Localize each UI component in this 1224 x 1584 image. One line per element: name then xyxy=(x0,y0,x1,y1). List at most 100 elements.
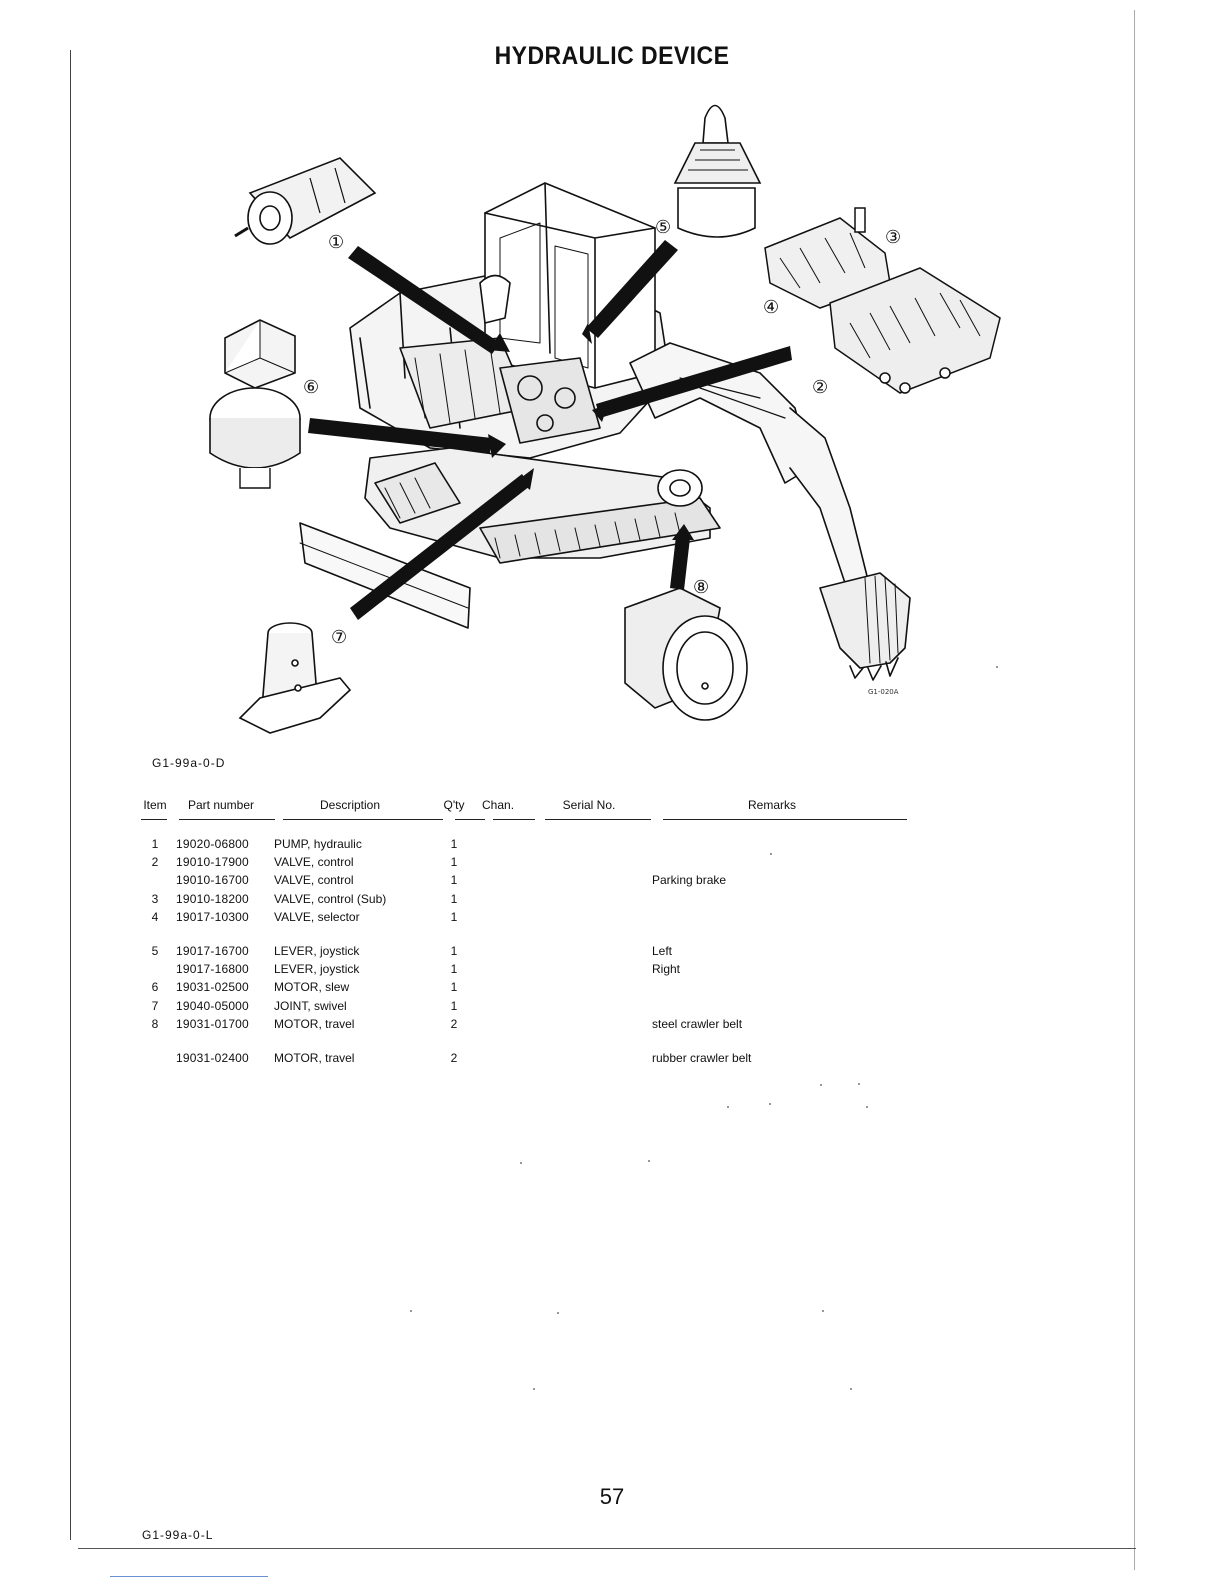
table-header-row: Item Part number Description Q'ty Chan. … xyxy=(138,797,896,819)
cell-qty: 1 xyxy=(450,962,458,977)
cell-part-number: 19017-16800 xyxy=(176,962,249,977)
left-margin-rule xyxy=(70,50,71,1540)
scan-speck xyxy=(410,1310,412,1312)
joystick-illustration xyxy=(673,104,762,238)
parts-table: Item Part number Description Q'ty Chan. … xyxy=(138,797,896,1067)
right-margin-rule xyxy=(1134,10,1135,1570)
scan-speck xyxy=(648,1160,650,1162)
cell-description: VALVE, selector xyxy=(274,909,360,924)
cell-description: VALVE, control xyxy=(274,855,354,870)
cell-description: LEVER, joystick xyxy=(274,944,360,959)
scan-speck xyxy=(727,1106,729,1108)
callout-4: ④ xyxy=(763,297,779,318)
cell-description: PUMP, hydraulic xyxy=(274,837,362,852)
scan-speck xyxy=(533,1388,535,1390)
cell-part-number: 19031-01700 xyxy=(176,1016,249,1031)
table-row: 1 19020-06800 PUMP, hydraulic 1 xyxy=(138,835,896,853)
cell-description: LEVER, joystick xyxy=(274,962,360,977)
cell-qty: 2 xyxy=(450,1016,458,1031)
table-row: 7 19040-05000 JOINT, swivel 1 xyxy=(138,997,896,1015)
scan-speck xyxy=(770,853,772,855)
cell-remarks xyxy=(648,997,896,1015)
col-serial-header: Serial No. xyxy=(562,798,616,812)
scan-speck xyxy=(820,1084,822,1086)
header-underline xyxy=(283,819,443,820)
cell-qty: 1 xyxy=(450,837,458,852)
leader-arrows xyxy=(308,240,792,620)
cell-part-number: 19031-02500 xyxy=(176,980,249,995)
callout-3: ③ xyxy=(885,227,901,248)
cell-remarks xyxy=(648,890,896,908)
header-underline xyxy=(493,819,535,820)
callout-7: ⑦ xyxy=(331,627,347,648)
cell-remarks xyxy=(648,835,896,853)
bottom-rule xyxy=(78,1548,1136,1549)
cell-qty: 1 xyxy=(450,873,458,888)
scan-speck xyxy=(557,1312,559,1314)
col-part-number-header: Part number xyxy=(187,798,255,812)
table-row: 19031-02400 MOTOR, travel 2 rubber crawl… xyxy=(138,1049,896,1067)
scan-speck xyxy=(850,1388,852,1390)
footer-code: G1-99a-0-L xyxy=(142,1528,214,1542)
control-valve-illustration xyxy=(764,207,1001,394)
table-row: 19010-16700 VALVE, control 1 Parking bra… xyxy=(138,871,896,889)
cell-item: 8 xyxy=(151,1016,159,1031)
header-underline xyxy=(663,819,907,820)
cell-remarks: Parking brake xyxy=(652,873,727,888)
scan-speck xyxy=(866,1106,868,1108)
cell-item: 4 xyxy=(151,909,159,924)
cell-remarks xyxy=(648,908,896,926)
cell-item xyxy=(138,1049,172,1067)
col-qty-header: Q'ty xyxy=(443,798,465,812)
scan-speck xyxy=(858,1083,860,1085)
cell-description: MOTOR, travel xyxy=(274,1050,355,1065)
callout-1: ① xyxy=(328,232,344,253)
cell-qty: 1 xyxy=(450,855,458,870)
travel-motor-illustration xyxy=(624,587,748,721)
cell-remarks: rubber crawler belt xyxy=(652,1050,752,1065)
exploded-diagram: ① ② ③ ④ ⑤ ⑥ ⑦ ⑧ G1-020A xyxy=(209,104,1001,734)
cell-part-number: 19010-16700 xyxy=(176,873,249,888)
header-underline xyxy=(545,819,651,820)
cell-qty: 1 xyxy=(450,891,458,906)
cell-remarks: steel crawler belt xyxy=(652,1016,743,1031)
table-row: 3 19010-18200 VALVE, control (Sub) 1 xyxy=(138,890,896,908)
cell-item: 5 xyxy=(151,944,159,959)
cell-qty: 1 xyxy=(450,909,458,924)
cell-part-number: 19010-18200 xyxy=(176,891,249,906)
table-row: 8 19031-01700 MOTOR, travel 2 steel craw… xyxy=(138,1015,896,1033)
cell-item: 2 xyxy=(151,855,159,870)
cell-part-number: 19010-17900 xyxy=(176,855,249,870)
table-row: 5 19017-16700 LEVER, joystick 1 Left xyxy=(138,942,896,960)
callout-2: ② xyxy=(812,377,828,398)
cell-item: 3 xyxy=(151,891,159,906)
cell-description: VALVE, control xyxy=(274,873,354,888)
cell-part-number: 19031-02400 xyxy=(176,1050,249,1065)
cell-item: 1 xyxy=(151,837,159,852)
scan-speck xyxy=(769,1103,771,1105)
col-item-header: Item xyxy=(143,798,167,812)
swivel-joint-illustration xyxy=(238,622,352,734)
figure-code: G1-99a-0-D xyxy=(152,756,226,770)
cell-remarks: Left xyxy=(652,944,673,959)
callout-8: ⑧ xyxy=(693,577,709,598)
cell-item xyxy=(138,960,172,978)
cell-remarks: Right xyxy=(652,962,681,977)
callout-6: ⑥ xyxy=(303,377,319,398)
cell-qty: 1 xyxy=(450,944,458,959)
cell-description: VALVE, control (Sub) xyxy=(274,891,387,906)
cell-description: MOTOR, slew xyxy=(274,980,350,995)
pump-illustration xyxy=(234,157,377,245)
scan-speck xyxy=(996,666,998,668)
header-underline xyxy=(179,819,275,820)
header-underline xyxy=(141,819,167,820)
cell-item: 7 xyxy=(151,998,159,1013)
scan-speck xyxy=(520,1162,522,1164)
figure-image-ref: G1-020A xyxy=(868,688,899,696)
cell-description: JOINT, swivel xyxy=(274,998,347,1013)
callout-5: ⑤ xyxy=(655,217,671,238)
cell-qty: 1 xyxy=(450,980,458,995)
table-row: 6 19031-02500 MOTOR, slew 1 xyxy=(138,978,896,996)
cell-part-number: 19020-06800 xyxy=(176,837,249,852)
cell-qty: 2 xyxy=(450,1050,458,1065)
